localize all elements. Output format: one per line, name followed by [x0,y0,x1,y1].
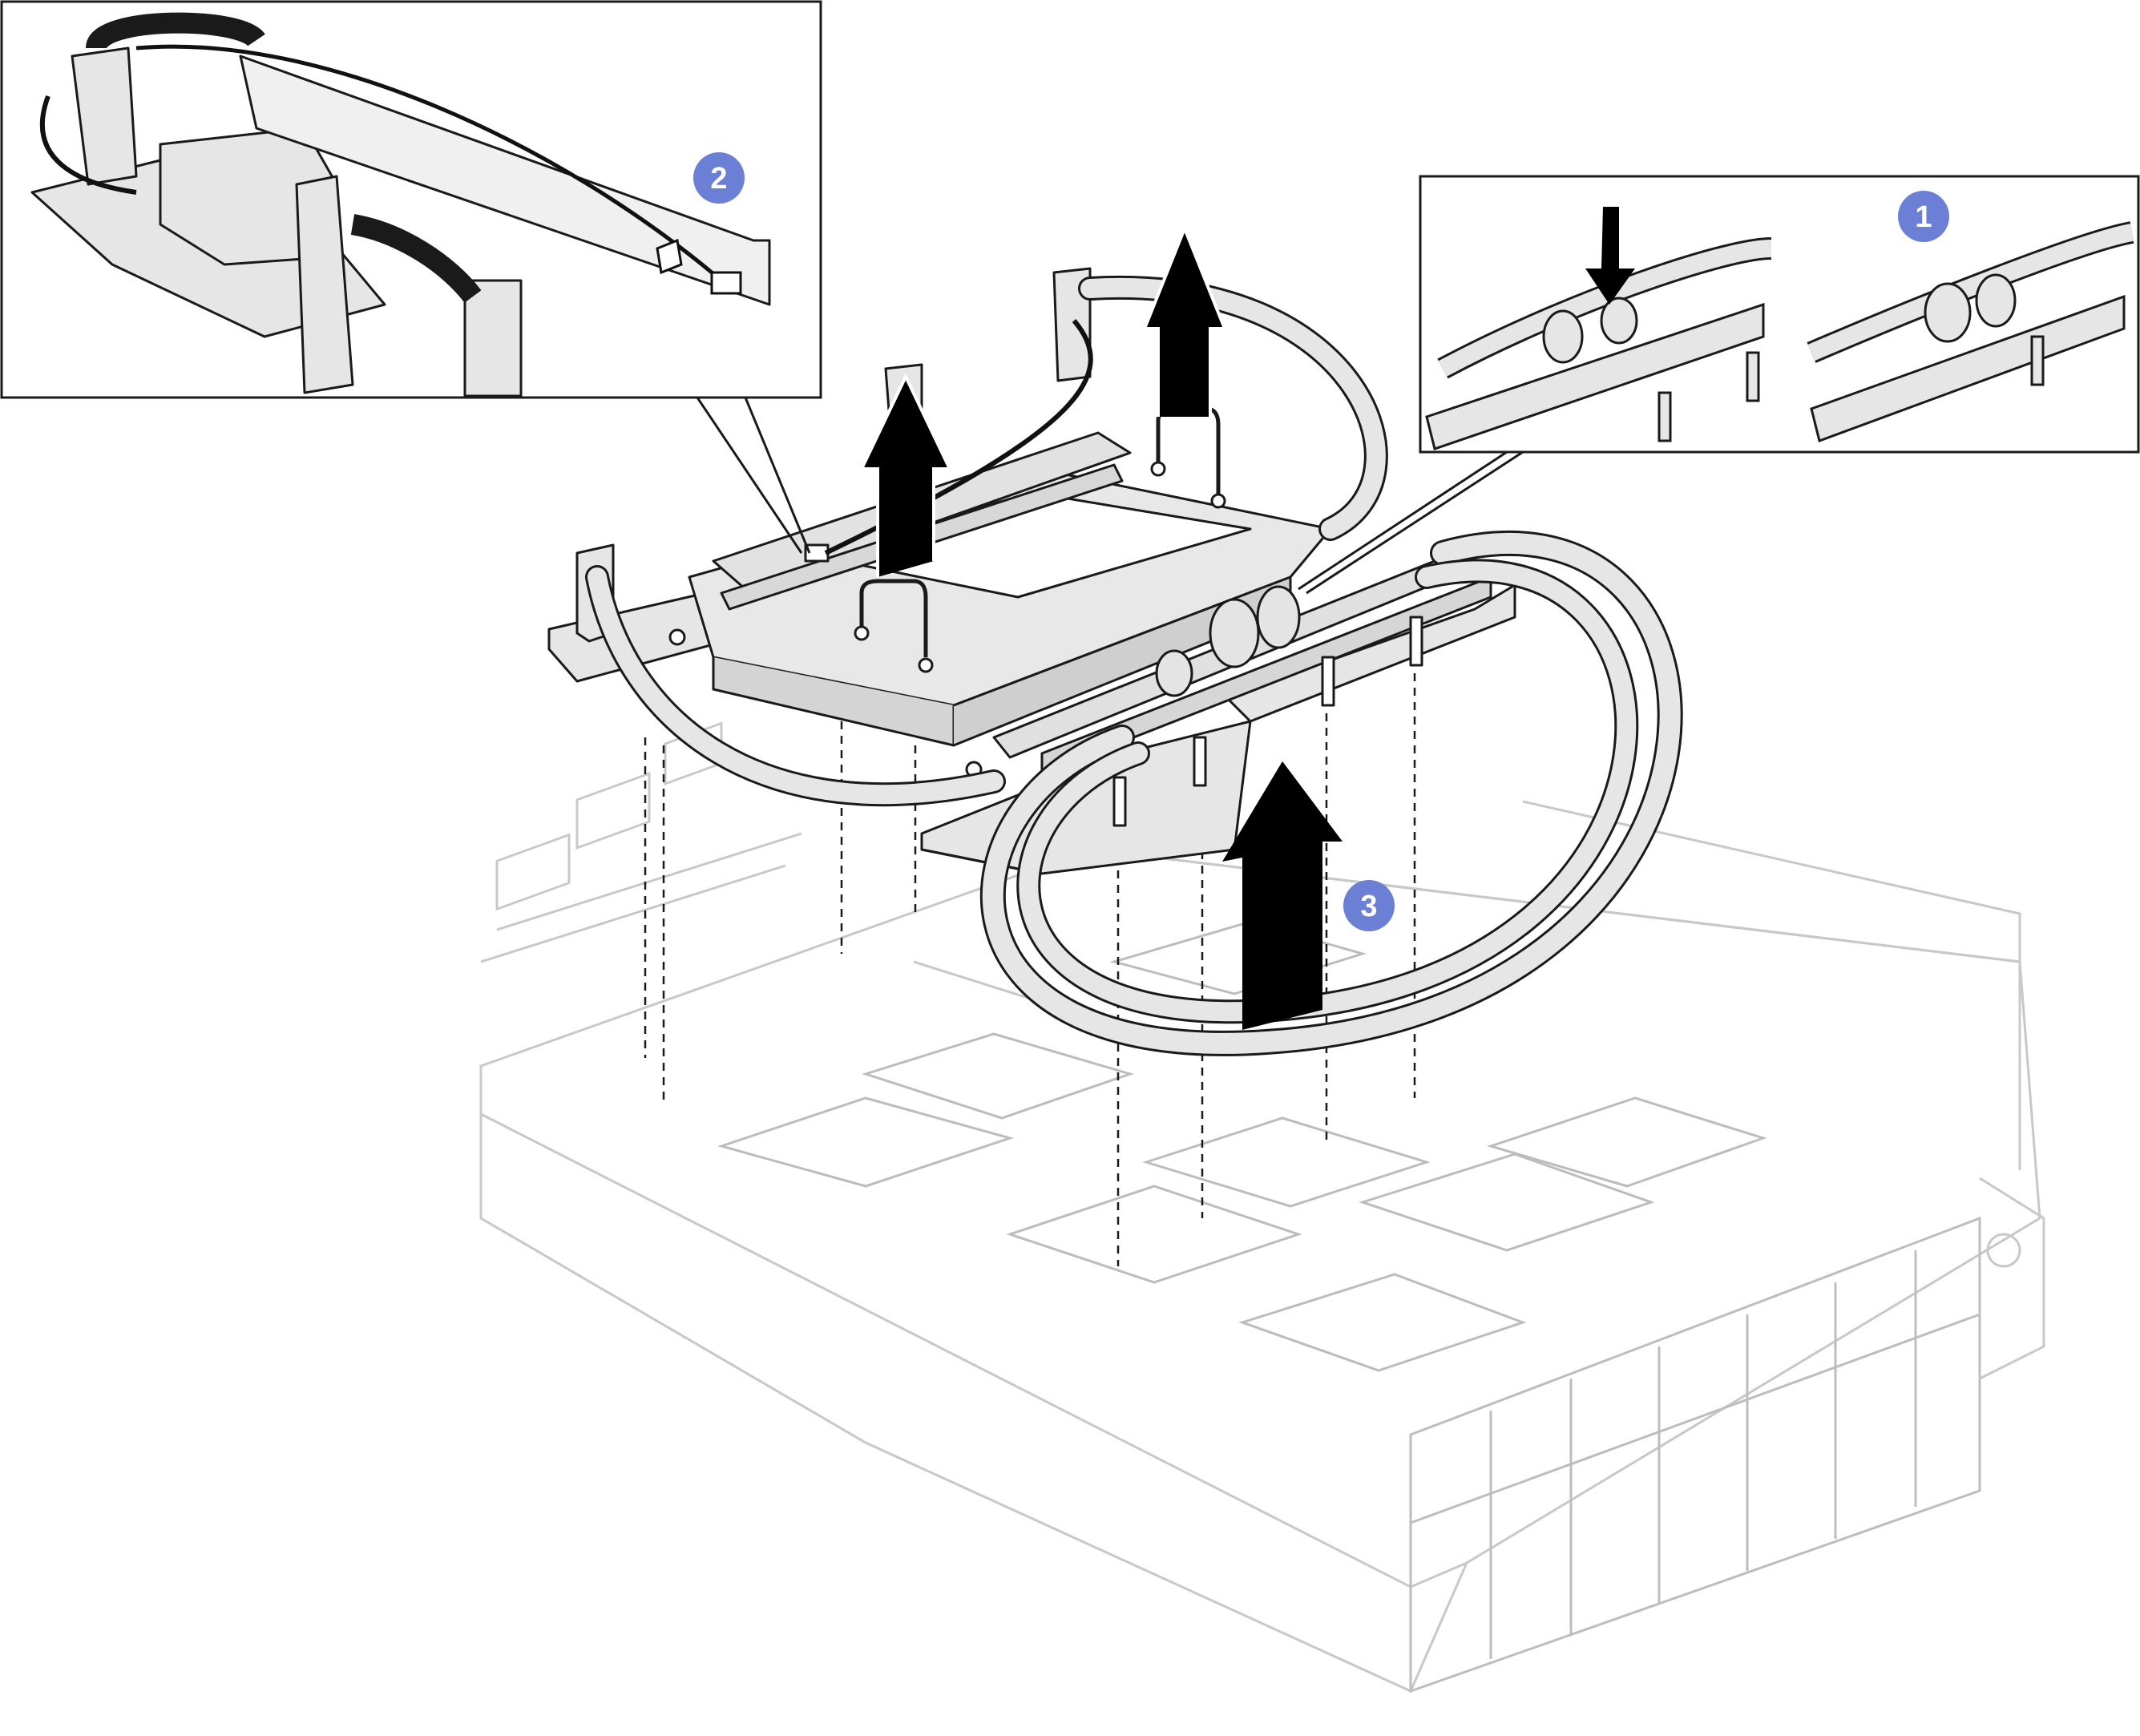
badge-1-circle [1898,191,1949,242]
handle-left [859,579,928,657]
callout-badge-1: 1 [1898,191,1949,242]
up-arrow-icon [862,377,950,577]
up-arrow-icon [1222,761,1343,1030]
up-arrow-icon [1145,228,1225,417]
callout-badge-2: 2 [693,152,745,204]
badge-3-circle [1343,880,1395,931]
coolant-hoses [585,275,1683,1056]
detail-inset-hose-clip [1298,175,2140,595]
inset-cable-connector [710,271,742,295]
step-number-2: 2 [710,162,727,196]
socket-pads [717,920,1767,1372]
detail-inset-cable [0,0,822,554]
server-chassis [479,591,2045,1694]
callout-badge-3: 3 [1343,880,1395,931]
inset-1-pointer [1298,450,1524,595]
step-number-1: 1 [1915,200,1932,234]
badge-2-circle [693,152,745,204]
fan-cage [1409,1216,1981,1694]
handle-right [1156,406,1221,497]
right-base-plate [1225,583,1516,723]
rear-post [1052,267,1092,382]
inset-2-pointer [696,397,811,554]
quick-connect [1155,585,1301,697]
captive-screws [668,616,1423,827]
down-arrow-icon [1585,207,1635,305]
step-number-3: 3 [1360,890,1377,923]
